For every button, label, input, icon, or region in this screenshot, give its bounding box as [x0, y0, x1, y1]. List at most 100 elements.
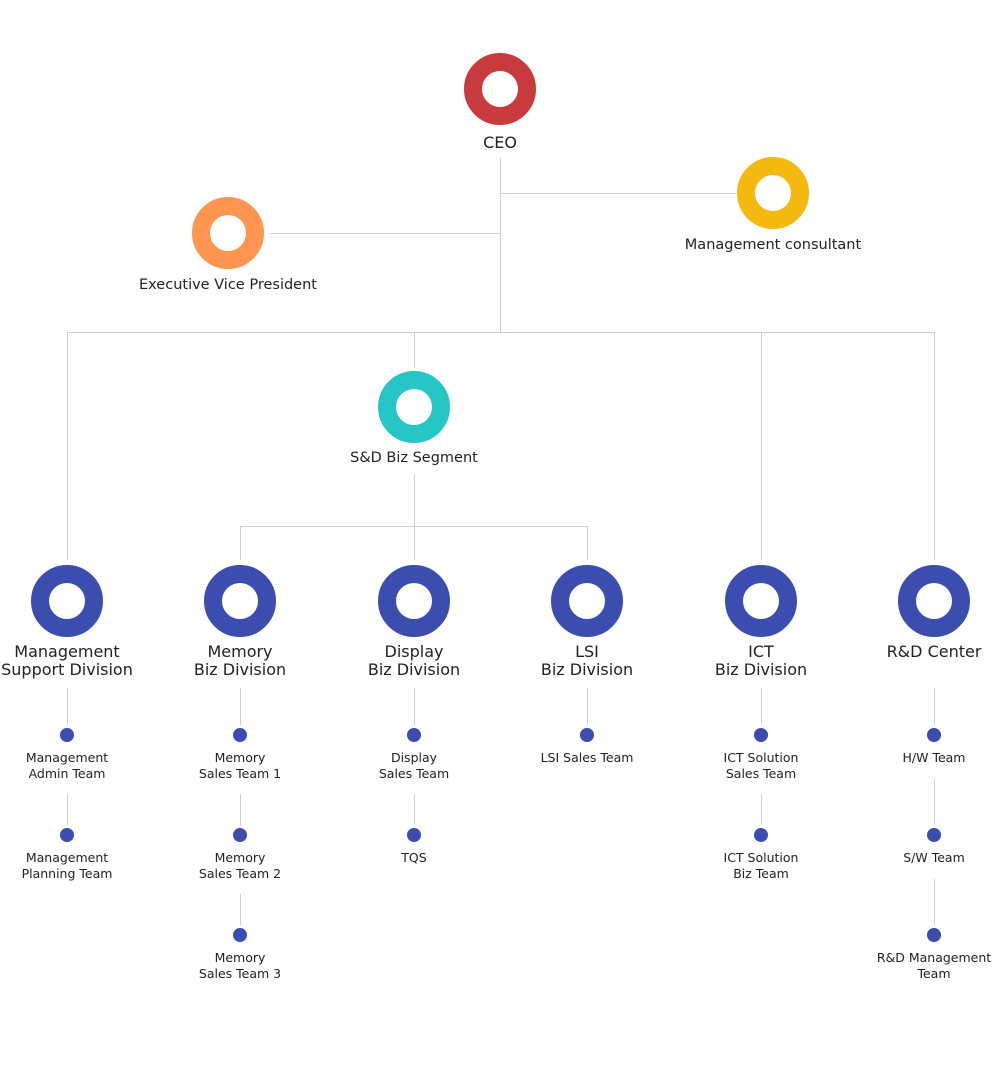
- division-bus: [67, 332, 934, 333]
- rnd-team-label-line: H/W Team: [902, 750, 966, 765]
- rnd-team-connector: [934, 779, 935, 825]
- memory-team-label-line: Sales Team 3: [198, 965, 282, 981]
- segment-label-line: S&D Biz Segment: [350, 450, 478, 466]
- ict-team-dot-icon: [754, 728, 768, 742]
- vice-president-ring-icon: [192, 197, 264, 269]
- display-team-label: TQS: [314, 850, 514, 866]
- rnd-team-connector: [934, 688, 935, 725]
- ict-team-label-line: ICT Solution: [723, 850, 799, 865]
- rnd-team-dot-icon: [927, 828, 941, 842]
- rnd-label-line: R&D Center: [886, 642, 982, 661]
- ict-team-connector: [761, 688, 762, 725]
- lsi-ring-icon: [551, 565, 623, 637]
- memory-drop: [240, 526, 241, 560]
- segment-stem: [414, 474, 415, 560]
- display-team-dot-icon: [407, 828, 421, 842]
- rnd-ring-icon: [898, 565, 970, 637]
- ict-team-label-line: ICT Solution: [723, 750, 799, 765]
- ict-label-line: Biz Division: [714, 660, 808, 679]
- vice-president-connector: [270, 233, 500, 234]
- ceo-connector: [500, 158, 501, 332]
- lsi-label-line: Biz Division: [540, 660, 634, 679]
- memory-label-line: Memory: [207, 642, 273, 661]
- lsi-team-connector: [587, 688, 588, 725]
- vice-president-label: Executive Vice President: [128, 276, 328, 294]
- rnd-team-label: H/W Team: [834, 750, 1000, 766]
- display-team-connector: [414, 794, 415, 825]
- memory-team-dot-icon: [233, 928, 247, 942]
- display-team-connector: [414, 688, 415, 725]
- ict-team-dot-icon: [754, 828, 768, 842]
- management-support-team-dot-icon: [60, 728, 74, 742]
- lsi-team-label-line: LSI Sales Team: [540, 750, 634, 765]
- memory-team-label-line: Sales Team 2: [198, 865, 282, 881]
- display-ring-icon: [378, 565, 450, 637]
- rnd-team-connector: [934, 879, 935, 925]
- rnd-team-label-line: R&D Management: [876, 950, 992, 965]
- vice-president-label-line: Executive Vice President: [139, 277, 317, 293]
- memory-team-dot-icon: [233, 728, 247, 742]
- ict-team-label-line: Biz Team: [733, 865, 789, 881]
- ceo-ring-icon: [464, 53, 536, 125]
- consultant-connector: [500, 193, 736, 194]
- rnd-drop: [934, 332, 935, 560]
- display-team-label-line: TQS: [401, 850, 427, 865]
- ceo-label-line: CEO: [483, 133, 517, 152]
- ict-team-label-line: Sales Team: [725, 765, 797, 781]
- consultant-ring-icon: [737, 157, 809, 229]
- display-team-dot-icon: [407, 728, 421, 742]
- management-support-ring-icon: [31, 565, 103, 637]
- memory-label-line: Biz Division: [193, 660, 287, 679]
- management-support-team-label-line: Management: [25, 750, 109, 765]
- segment-bus: [240, 526, 587, 527]
- lsi-drop: [587, 526, 588, 560]
- ict-ring-icon: [725, 565, 797, 637]
- management-support-label-line: Support Division: [1, 660, 133, 679]
- lsi-team-dot-icon: [580, 728, 594, 742]
- management-support-team-label-line: Planning Team: [21, 865, 113, 881]
- consultant-label-line: Management consultant: [684, 237, 862, 253]
- management-support-team-label-line: Admin Team: [28, 765, 106, 781]
- rnd-label: R&D Center: [834, 643, 1000, 661]
- management-support-team-connector: [67, 688, 68, 725]
- memory-team-connector: [240, 688, 241, 725]
- memory-team-label-line: Memory: [214, 850, 266, 865]
- management-support-drop: [67, 332, 68, 560]
- display-team-label-line: Sales Team: [378, 765, 450, 781]
- memory-team-dot-icon: [233, 828, 247, 842]
- management-support-team-dot-icon: [60, 828, 74, 842]
- display-label-line: Biz Division: [367, 660, 461, 679]
- memory-team-label-line: Sales Team 1: [198, 765, 282, 781]
- memory-team-connector: [240, 794, 241, 825]
- memory-team-label-line: Memory: [214, 950, 266, 965]
- rnd-team-label-line: S/W Team: [903, 850, 965, 865]
- lsi-label-line: LSI: [575, 642, 599, 661]
- management-support-team-connector: [67, 794, 68, 825]
- rnd-team-label: S/W Team: [834, 850, 1000, 866]
- segment-drop: [414, 332, 415, 368]
- management-support-label-line: Management: [14, 642, 120, 661]
- display-team-label-line: Display: [390, 750, 438, 765]
- ict-label-line: ICT: [748, 642, 774, 661]
- ict-drop: [761, 332, 762, 560]
- management-support-team-label-line: Management: [25, 850, 109, 865]
- memory-team-label-line: Memory: [214, 750, 266, 765]
- segment-label: S&D Biz Segment: [314, 449, 514, 467]
- lsi-team-label: LSI Sales Team: [487, 750, 687, 766]
- rnd-team-dot-icon: [927, 928, 941, 942]
